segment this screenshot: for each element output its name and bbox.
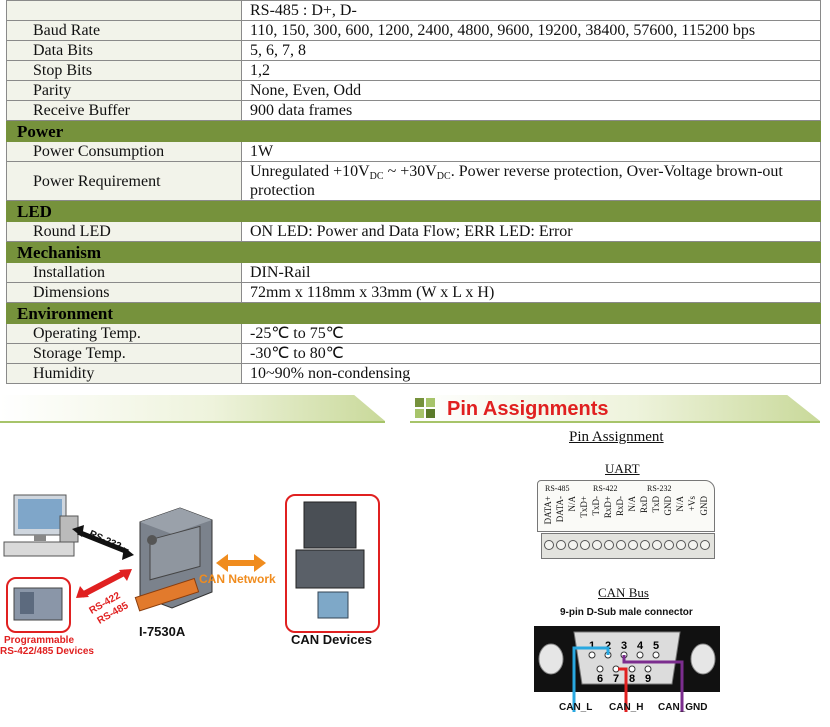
power-requirement-value: Unregulated +10VDC ~ +30VDC. Power rever… xyxy=(241,161,821,201)
uart-label: UART xyxy=(605,461,640,476)
section-header-led: LED xyxy=(6,200,821,222)
programmable-label-1: Programmable xyxy=(4,635,75,646)
programmable-label-2: RS-422/485 Devices xyxy=(0,646,94,657)
uart-pin-label: RxD xyxy=(639,496,649,514)
uart-pin-label: DATA- xyxy=(555,496,565,523)
uart-terminal-header xyxy=(537,480,715,532)
can-devices-label: CAN Devices xyxy=(291,632,372,647)
section-bullet-icon xyxy=(415,398,437,418)
i7530a-module xyxy=(134,507,213,612)
uart-pin-label: N/A xyxy=(567,496,577,512)
spec-row: Storage Temp.-30℃ to 80℃ xyxy=(6,343,821,364)
application-diagram xyxy=(3,494,380,633)
uart-screw-icon xyxy=(652,540,662,550)
connector-label: 9-pin D-Sub male connector xyxy=(560,607,693,618)
uart-screw-icon xyxy=(580,540,590,550)
uart-screw-icon xyxy=(616,540,626,550)
can-network-arrow xyxy=(216,554,266,572)
dsub-pin-number: 5 xyxy=(653,640,659,652)
rs422-group-label: RS-422 xyxy=(593,484,618,493)
uart-pin-label: N/A xyxy=(675,496,685,512)
pin-assignments-banner xyxy=(410,395,820,423)
uart-pin-label: TxD- xyxy=(591,496,601,516)
uart-screw-icon xyxy=(640,540,650,550)
dsub-pin-number: 2 xyxy=(605,640,611,652)
section-header-environment: Environment xyxy=(6,302,821,324)
uart-screw-icon xyxy=(544,540,554,550)
dsub-pin-number: 4 xyxy=(637,640,644,652)
section-header-mechanism: Mechanism xyxy=(6,241,821,263)
can-device-2 xyxy=(295,549,365,589)
spec-row: Operating Temp.-25℃ to 75℃ xyxy=(6,323,821,344)
can-network-label: CAN Network xyxy=(199,572,276,586)
application-banner xyxy=(0,395,385,423)
dsub-pin xyxy=(636,651,644,659)
dsub-pin xyxy=(644,665,652,673)
spec-row: Power Requirement Unregulated +10VDC ~ +… xyxy=(6,161,821,201)
uart-pin-label: TxD+ xyxy=(579,496,589,518)
pin-assignments-heading: Pin Assignments xyxy=(447,398,609,420)
uart-pin-label: N/A xyxy=(627,496,637,512)
uart-screw-icon xyxy=(628,540,638,550)
uart-pin-label: +Vs xyxy=(687,496,697,512)
uart-pin-label: GND xyxy=(699,496,709,516)
section-header-power: Power xyxy=(6,120,821,142)
uart-pin-label: RxD+ xyxy=(603,496,613,519)
uart-screw-icon xyxy=(664,540,674,550)
uart-screw-icon xyxy=(568,540,578,550)
can-l-label: CAN_L xyxy=(559,702,593,713)
uart-screw-icon xyxy=(556,540,566,550)
dsub-pin-number: 9 xyxy=(645,673,651,685)
can-h-label: CAN_H xyxy=(609,702,644,713)
dsub-pin xyxy=(596,665,604,673)
uart-screw-icon xyxy=(700,540,710,550)
dsub-pin xyxy=(588,651,596,659)
can-gnd-label: CAN_GND xyxy=(658,702,708,713)
device-name-label: I-7530A xyxy=(139,624,186,639)
can-device-1 xyxy=(303,501,357,549)
can-device-3 xyxy=(317,591,349,619)
spec-row-continuation: RS-485 : D+, D- xyxy=(6,0,821,21)
dsub-pin-number: 6 xyxy=(597,673,603,685)
dsub-pin-number: 3 xyxy=(621,640,627,652)
pin-assignment-subheading: Pin Assignment xyxy=(569,429,664,445)
dsub-pin-number: 1 xyxy=(589,640,595,652)
rs485-group-label: RS-485 xyxy=(545,484,570,493)
pc-icon xyxy=(3,494,79,557)
rs485-arrow xyxy=(76,569,132,598)
dsub-pin xyxy=(652,651,660,659)
rs232-group-label: RS-232 xyxy=(647,484,672,493)
uart-screw-icon xyxy=(676,540,686,550)
uart-screw-icon xyxy=(604,540,614,550)
uart-pin-label: GND xyxy=(663,496,673,516)
rs232-arrow xyxy=(72,525,134,560)
dsub-pin xyxy=(628,665,636,673)
uart-screw-icon xyxy=(592,540,602,550)
uart-pin-label: DATA+ xyxy=(543,496,553,525)
can-bus-label: CAN Bus xyxy=(598,585,649,600)
dsub-pin-number: 8 xyxy=(629,673,635,685)
uart-pin-label: TxD xyxy=(651,496,661,513)
uart-screw-icon xyxy=(688,540,698,550)
dsub-pin-number: 7 xyxy=(613,673,619,685)
uart-pin-label: RxD- xyxy=(615,496,625,516)
